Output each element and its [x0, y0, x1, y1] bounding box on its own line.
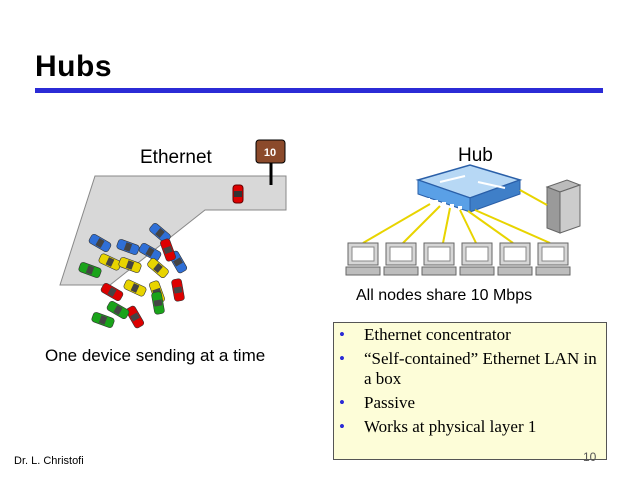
car-icon [147, 258, 169, 278]
computer-icon [459, 242, 495, 276]
car-icon [123, 279, 147, 297]
ethernet-label: Ethernet [140, 147, 212, 168]
left-caption: One device sending at a time [45, 346, 266, 365]
hub-icon [415, 164, 523, 213]
car-icon [106, 300, 130, 320]
car-icon [138, 242, 162, 262]
bullet-icon: • [339, 417, 345, 436]
hub-label: Hub [458, 145, 493, 166]
bullet-icon: • [339, 349, 345, 368]
computer-icon [345, 242, 381, 276]
speed-sign-text: 10 [264, 147, 276, 159]
bullet-item: •“Self-contained” Ethernet LAN in a box [339, 349, 597, 388]
bullet-item: •Works at physical layer 1 [339, 417, 537, 436]
computer-icon [535, 242, 571, 276]
car-icon [160, 238, 176, 262]
computer-icon [383, 242, 419, 276]
server-icon [545, 179, 582, 234]
slide-title: Hubs [35, 50, 112, 83]
car-icon [232, 184, 244, 204]
bullet-icon: • [339, 325, 345, 344]
car-icon [91, 312, 115, 328]
computer-icons [345, 242, 571, 276]
computer-icon [421, 242, 457, 276]
car-icon [171, 278, 185, 302]
computer-icon [497, 242, 533, 276]
car-icon [100, 282, 124, 302]
road-graphic [59, 175, 287, 286]
bullet-icon: • [339, 393, 345, 412]
footer-author: Dr. L. Christofi [14, 455, 84, 467]
bullet-item: •Passive [339, 393, 415, 412]
bullet-item: •Ethernet concentrator [339, 325, 511, 344]
network-cables [362, 203, 551, 244]
share-caption: All nodes share 10 Mbps [356, 287, 533, 304]
title-rule [35, 88, 603, 93]
car-icon [116, 239, 140, 255]
car-icon [151, 291, 165, 315]
page-number: 10 [583, 450, 597, 464]
car-icon [118, 257, 142, 273]
car-icon [88, 233, 112, 253]
bullet-list: •Ethernet concentrator •“Self-contained”… [336, 325, 602, 437]
bullet-box: •Ethernet concentrator •“Self-contained”… [333, 322, 607, 460]
car-icon [78, 262, 102, 278]
car-icon [125, 305, 145, 329]
speed-sign-icon: 10 [255, 139, 286, 185]
queued-cars-icon [78, 223, 188, 329]
